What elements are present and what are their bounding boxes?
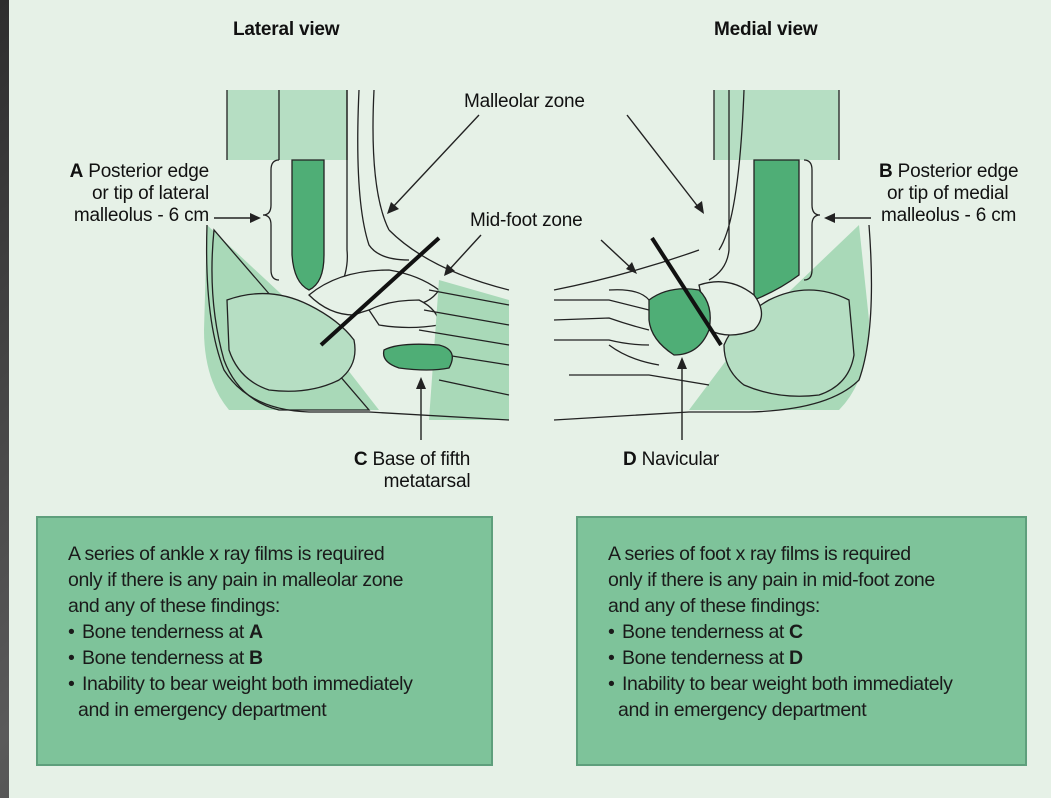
foot-box-line3: and any of these findings: xyxy=(608,593,1007,619)
bullet-mark: • xyxy=(608,645,622,671)
label-b-line3: malleolus - 6 cm xyxy=(879,205,1018,227)
ankle-bullet-weight-text: Inability to bear weight both immediatel… xyxy=(82,673,412,695)
foot-bullet-weight: •Inability to bear weight both immediate… xyxy=(608,671,1007,697)
label-c-line1: Base of fifth xyxy=(372,449,470,470)
ankle-box-line1: A series of ankle x ray films is require… xyxy=(68,541,473,567)
bullet-mark: • xyxy=(68,619,82,645)
foot-bullet-c-letter: C xyxy=(789,621,803,643)
lateral-malleolar-arrow xyxy=(387,115,479,214)
ankle-bullet-b: •Bone tenderness at B xyxy=(68,645,473,671)
c-arrow xyxy=(416,377,426,440)
figure-panel: Lateral view Medial view Malleolar zone … xyxy=(9,0,1051,798)
label-a-line3: malleolus - 6 cm xyxy=(23,205,209,227)
foot-bullet-weight-text: Inability to bear weight both immediatel… xyxy=(622,673,952,695)
foot-box-line1-post: x ray films is required xyxy=(731,543,911,565)
foot-bullet-c: •Bone tenderness at C xyxy=(608,619,1007,645)
medial-malleolar-arrow xyxy=(627,115,704,214)
malleolar-zone-label: Malleolar zone xyxy=(464,91,585,113)
label-b: B Posterior edge or tip of medial malleo… xyxy=(879,161,1018,227)
ankle-bullet-b-text: Bone tenderness at xyxy=(82,647,249,669)
bullet-mark: • xyxy=(68,671,82,697)
bullet-mark: • xyxy=(608,671,622,697)
bullet-mark: • xyxy=(608,619,622,645)
medial-foot-drawing xyxy=(554,90,871,420)
label-d-line1: Navicular xyxy=(642,449,719,470)
label-d-letter: D xyxy=(623,449,637,470)
label-a-line2: or tip of lateral xyxy=(23,183,209,205)
foot-bullet-d: •Bone tenderness at D xyxy=(608,645,1007,671)
a-arrow xyxy=(214,213,261,223)
foot-bullet-d-text: Bone tenderness at xyxy=(622,647,789,669)
label-b-line2: or tip of medial xyxy=(879,183,1018,205)
label-c-letter: C xyxy=(354,449,368,470)
label-a-letter: A xyxy=(70,161,84,182)
foot-box-line1-bold: foot xyxy=(700,543,731,565)
label-a: A Posterior edge or tip of lateral malle… xyxy=(23,161,209,227)
foot-box-line1-pre: A series of xyxy=(608,543,700,565)
label-c-line2: metatarsal xyxy=(332,471,492,493)
midfoot-zone-label: Mid-foot zone xyxy=(470,210,583,232)
label-b-line1: Posterior edge xyxy=(898,161,1019,182)
foot-bullet-weight-cont: and in emergency department xyxy=(608,697,1007,723)
ankle-bullet-a-text: Bone tenderness at xyxy=(82,621,249,643)
ankle-criteria-box: A series of ankle x ray films is require… xyxy=(36,516,493,766)
foot-box-line2: only if there is any pain in mid-foot zo… xyxy=(608,567,1007,593)
ankle-bullet-b-letter: B xyxy=(249,647,263,669)
ankle-bullet-a-letter: A xyxy=(249,621,263,643)
foot-bullet-d-letter: D xyxy=(789,647,803,669)
medial-view-title: Medial view xyxy=(714,19,817,41)
foot-box-line1: A series of foot x ray films is required xyxy=(608,541,1007,567)
bullet-mark: • xyxy=(68,645,82,671)
b-arrow xyxy=(824,213,871,223)
lateral-midfoot-arrow xyxy=(444,235,481,276)
ankle-box-line3: and any of these findings: xyxy=(68,593,473,619)
ankle-box-line2: only if there is any pain in malleolar z… xyxy=(68,567,473,593)
medial-midfoot-arrow xyxy=(601,240,637,274)
d-arrow xyxy=(677,357,687,440)
label-b-letter: B xyxy=(879,161,893,182)
ankle-foot-diagram xyxy=(9,0,1051,500)
lateral-view-title: Lateral view xyxy=(233,19,339,41)
label-a-line1: Posterior edge xyxy=(88,161,209,182)
ankle-bullet-weight-cont: and in emergency department xyxy=(68,697,473,723)
label-d: D Navicular xyxy=(623,449,719,471)
foot-bullet-c-text: Bone tenderness at xyxy=(622,621,789,643)
foot-criteria-box: A series of foot x ray films is required… xyxy=(576,516,1027,766)
ankle-bullet-a: •Bone tenderness at A xyxy=(68,619,473,645)
label-c: C Base of fifth metatarsal xyxy=(332,449,492,493)
ankle-bullet-weight: •Inability to bear weight both immediate… xyxy=(68,671,473,697)
